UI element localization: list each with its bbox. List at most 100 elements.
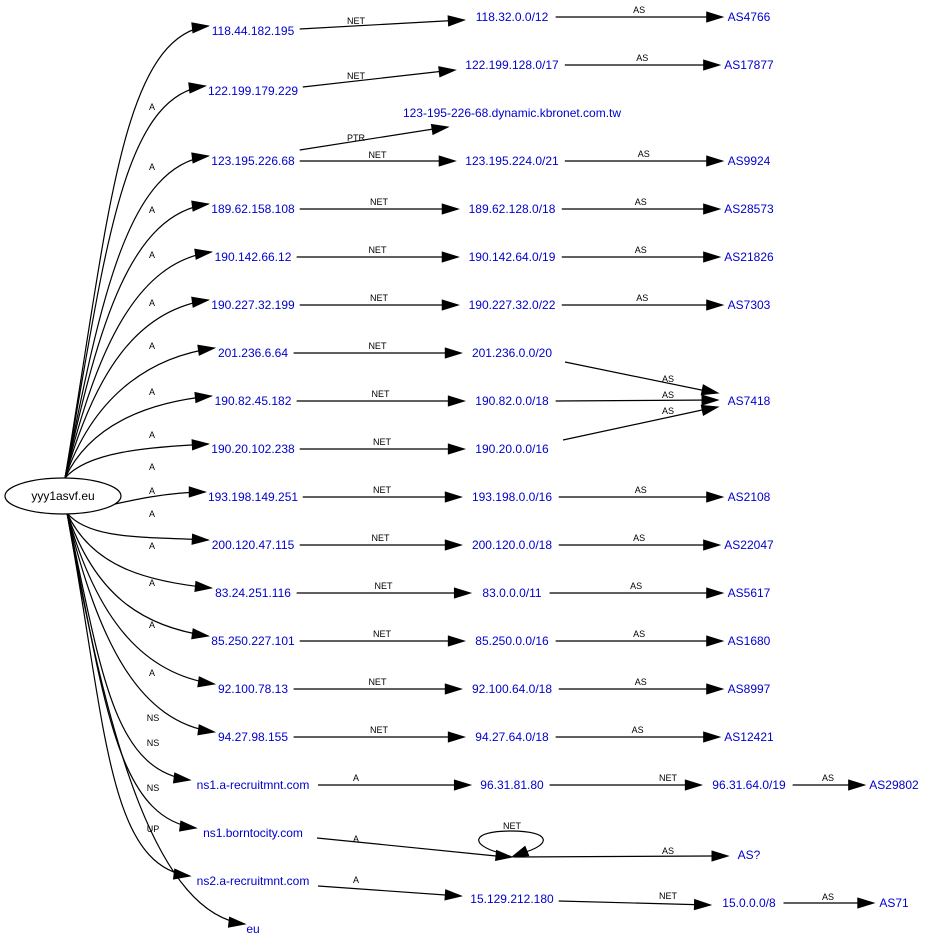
node-as15[interactable]: AS12421 — [724, 730, 774, 744]
node-ip2[interactable]: 122.199.179.229 — [208, 84, 298, 98]
node-ip6[interactable]: 190.227.32.199 — [211, 298, 295, 312]
edge-label: AS — [822, 892, 834, 902]
edge-arrow — [447, 731, 467, 743]
edge-line — [513, 855, 713, 858]
node-nsip1[interactable]: 96.31.81.80 — [480, 778, 544, 792]
node-net8[interactable]: 190.82.0.0/18 — [475, 394, 549, 408]
edge-label: A — [149, 509, 155, 519]
node-as1[interactable]: AS4766 — [728, 10, 771, 24]
edge-arrow — [447, 15, 467, 27]
node-ip12[interactable]: 83.24.251.116 — [215, 586, 291, 600]
node-as10[interactable]: AS2108 — [728, 490, 771, 504]
edge-line — [66, 512, 191, 877]
node-asns1[interactable]: AS29802 — [869, 778, 919, 792]
edge-ip8-net8: NET — [296, 389, 467, 407]
edge-arrow — [191, 22, 210, 34]
edge-line — [555, 399, 717, 402]
edge-arrow — [510, 845, 530, 858]
node-ip3[interactable]: 123.195.226.68 — [211, 154, 295, 168]
edge-label: AS — [633, 5, 645, 15]
edge-self-loop: NET — [478, 821, 544, 858]
node-as3[interactable]: AS9924 — [728, 154, 771, 168]
edge-arrow — [684, 779, 704, 791]
node-ip11[interactable]: 200.120.47.115 — [212, 538, 295, 552]
node-asns3[interactable]: AS71 — [879, 896, 909, 910]
node-ip10[interactable]: 193.198.149.251 — [208, 490, 298, 504]
node-as12[interactable]: AS5617 — [728, 586, 771, 600]
edge-arrow — [191, 296, 210, 308]
edge-arrow — [700, 384, 720, 396]
node-as14[interactable]: AS8997 — [728, 682, 771, 696]
node-net9[interactable]: 190.20.0.0/16 — [475, 442, 549, 456]
node-tld[interactable]: eu — [246, 922, 259, 936]
edge-label: AS — [635, 485, 647, 495]
edge-arrow — [706, 11, 725, 23]
edge-net3-as3: AS — [564, 149, 725, 167]
edge-nsnet1-asns1: AS — [792, 773, 867, 791]
edge-line — [66, 512, 215, 733]
node-net2[interactable]: 122.199.128.0/17 — [465, 58, 559, 72]
node-ns3[interactable]: ns2.a-recruitmnt.com — [197, 874, 310, 888]
node-net11[interactable]: 200.120.0.0/18 — [472, 538, 552, 552]
edge-root-ip1: A — [64, 22, 210, 479]
node-net7[interactable]: 201.236.0.0/20 — [472, 346, 552, 360]
node-net6[interactable]: 190.227.32.0/22 — [469, 298, 556, 312]
node-nsip3[interactable]: 15.129.212.180 — [470, 892, 554, 906]
node-ip15[interactable]: 94.27.98.155 — [218, 730, 288, 744]
edge-arrow — [706, 587, 725, 599]
edge-label: A — [149, 341, 155, 351]
node-as7[interactable]: AS7418 — [728, 394, 771, 408]
node-ip9[interactable]: 190.20.102.238 — [211, 442, 295, 456]
edge-arrow — [693, 898, 713, 911]
edge-arrow — [191, 439, 210, 451]
node-net13[interactable]: 85.250.0.0/16 — [475, 634, 549, 648]
edge-arrow — [191, 152, 210, 164]
node-ip4[interactable]: 189.62.158.108 — [211, 202, 295, 216]
node-ip5[interactable]: 190.142.66.12 — [215, 250, 292, 264]
edge-arrow — [441, 251, 460, 263]
node-ip13[interactable]: 85.250.227.101 — [211, 634, 295, 648]
edge-net10-as10: AS — [558, 485, 725, 503]
node-net14[interactable]: 92.100.64.0/18 — [472, 682, 552, 696]
root-node[interactable]: yyy1asvf.eu — [4, 477, 122, 515]
node-net12[interactable]: 83.0.0.0/11 — [482, 586, 541, 600]
node-ip1[interactable]: 118.44.182.195 — [212, 24, 295, 38]
edge-label: A — [149, 668, 155, 678]
node-as11[interactable]: AS22047 — [724, 538, 774, 552]
node-asunk[interactable]: AS? — [738, 848, 761, 862]
edge-line — [66, 512, 245, 925]
edge-root-ip8: A — [64, 391, 214, 479]
edge-root-ip15: A — [66, 512, 217, 736]
node-as6[interactable]: AS7303 — [728, 298, 771, 312]
node-as2[interactable]: AS17877 — [724, 58, 774, 72]
edge-label: NET — [372, 389, 391, 399]
edge-label: NET — [368, 341, 387, 351]
node-net10[interactable]: 193.198.0.0/16 — [472, 490, 552, 504]
edge-label: NET — [370, 293, 389, 303]
node-ip7[interactable]: 201.236.6.64 — [218, 346, 288, 360]
edge-net2-as2: AS — [564, 53, 722, 71]
node-ip8[interactable]: 190.82.45.182 — [215, 394, 292, 408]
edge-label: NET — [368, 245, 387, 255]
edge-nsnet3-asns3: AS — [783, 892, 876, 909]
edge-label: A — [149, 578, 155, 588]
edge-arrow — [447, 395, 467, 407]
node-net15[interactable]: 94.27.64.0/18 — [475, 730, 549, 744]
node-ptr3[interactable]: 123-195-226-68.dynamic.kbronet.com.tw — [403, 106, 621, 120]
node-as13[interactable]: AS1680 — [728, 634, 771, 648]
node-net4[interactable]: 189.62.128.0/18 — [469, 202, 556, 216]
edge-root-ip3: A — [64, 152, 210, 479]
edge-arrow — [453, 779, 473, 791]
edge-line — [562, 406, 717, 441]
node-net5[interactable]: 190.142.64.0/19 — [469, 250, 556, 264]
node-net3[interactable]: 123.195.224.0/21 — [465, 154, 559, 168]
node-nsnet3[interactable]: 15.0.0.0/8 — [722, 896, 776, 910]
node-ns1[interactable]: ns1.a-recruitmnt.com — [197, 778, 310, 792]
node-as5[interactable]: AS21826 — [724, 250, 774, 264]
node-ns2[interactable]: ns1.borntocity.com — [203, 826, 303, 840]
edge-label: A — [353, 834, 359, 844]
node-as4[interactable]: AS28573 — [724, 202, 774, 216]
node-net1[interactable]: 118.32.0.0/12 — [476, 10, 549, 24]
node-nsnet1[interactable]: 96.31.64.0/19 — [712, 778, 786, 792]
node-ip14[interactable]: 92.100.78.13 — [218, 682, 288, 696]
